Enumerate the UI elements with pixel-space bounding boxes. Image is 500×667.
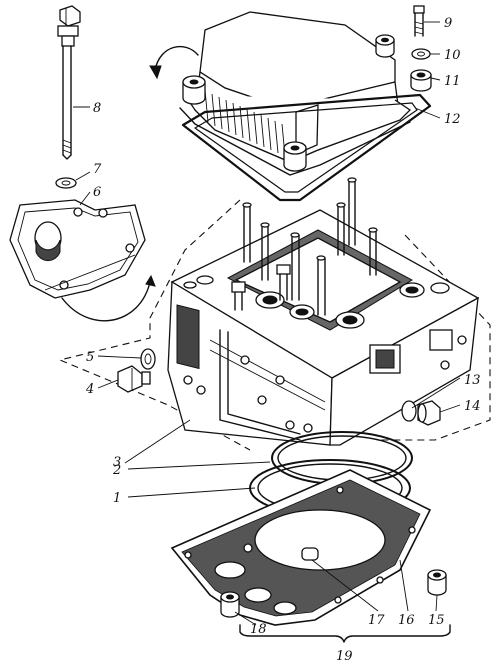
- cover-arrow-head: [149, 65, 162, 80]
- callout-15: 15: [428, 613, 445, 628]
- long-stud-bolt: [57, 5, 81, 160]
- washer-10: [411, 48, 431, 60]
- callout-3: 3: [113, 455, 121, 470]
- callout-18: 18: [250, 622, 267, 637]
- plug-4: [117, 365, 151, 393]
- washer-7: [55, 177, 77, 189]
- callout-19: 19: [336, 649, 353, 664]
- bolt-15: [427, 569, 447, 596]
- cover-bolt: [413, 5, 425, 37]
- valve-cover: [179, 11, 412, 176]
- plug-14: [417, 400, 441, 426]
- callout-1: 1: [113, 491, 121, 506]
- bolt-18: [220, 591, 240, 618]
- washer-5: [140, 348, 156, 370]
- callout-17: 17: [368, 613, 385, 628]
- assembly-phantom-outline: [58, 199, 491, 451]
- callout-16: 16: [398, 613, 415, 628]
- mounting-bracket: [9, 199, 146, 299]
- callout-6: 6: [93, 185, 101, 200]
- bracket-arrow: [61, 281, 151, 322]
- callout-11: 11: [444, 74, 461, 89]
- cover-arrow: [154, 45, 199, 71]
- cover-gasket: [181, 93, 432, 202]
- callout-labels: 8 7 6 9 10 11 12 5 4 3 2 1 13 14 15 16 1…: [85, 16, 481, 664]
- head-studs: [231, 177, 378, 316]
- callout-10: 10: [444, 48, 461, 63]
- head-gasket: [170, 469, 432, 626]
- callout-8: 8: [93, 101, 101, 116]
- nut-11: [410, 69, 432, 92]
- callout-14: 14: [464, 399, 481, 414]
- group-brace: [239, 624, 451, 643]
- callout-2: 2: [112, 463, 121, 478]
- callout-9: 9: [444, 16, 452, 31]
- leader-lines: [73, 21, 461, 626]
- bracket-arrow-head: [145, 274, 156, 287]
- callout-7: 7: [93, 162, 102, 177]
- callout-5: 5: [86, 350, 94, 365]
- callout-4: 4: [85, 382, 94, 397]
- callout-12: 12: [444, 112, 461, 127]
- ring-13: [401, 400, 417, 422]
- callout-13: 13: [464, 373, 481, 388]
